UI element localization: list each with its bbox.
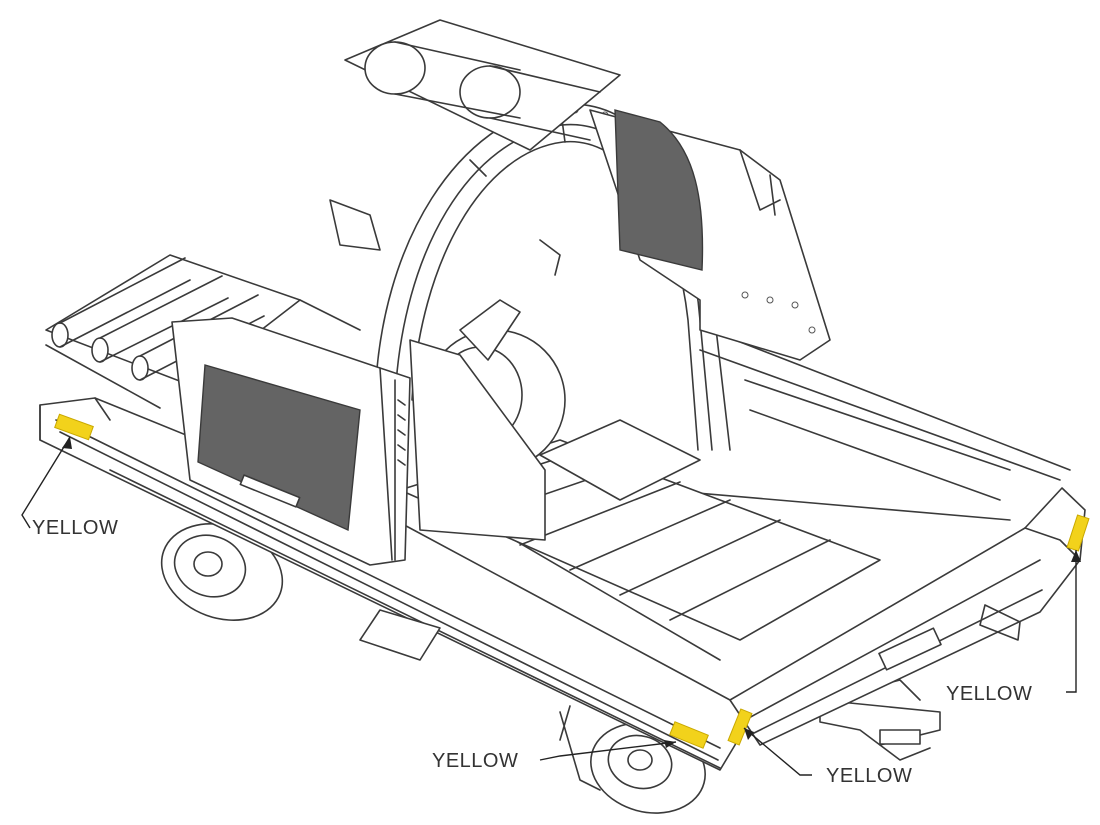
panel-window <box>197 364 361 532</box>
front-left-panel <box>171 317 411 566</box>
roller-conveyor <box>45 254 361 409</box>
reflector-rear-left <box>669 721 709 749</box>
reflectors <box>54 413 1090 749</box>
callout-rear-left: YELLOW <box>432 750 518 772</box>
callout-front-left: YELLOW <box>32 517 118 539</box>
right-tower <box>589 109 831 361</box>
centre-bracket <box>329 199 561 541</box>
reflector-front-left <box>54 413 94 441</box>
tower-window-panel <box>614 109 704 271</box>
wheel-mudguard <box>559 705 601 791</box>
callout-rear-corner: YELLOW <box>826 765 912 787</box>
hitch-assembly <box>819 679 941 761</box>
leader-lines <box>21 436 1077 776</box>
reflector-right-end <box>1066 514 1090 552</box>
arrowheads <box>62 437 1081 748</box>
film-roll-holder <box>344 19 621 151</box>
callout-right-end: YELLOW <box>946 683 1032 705</box>
